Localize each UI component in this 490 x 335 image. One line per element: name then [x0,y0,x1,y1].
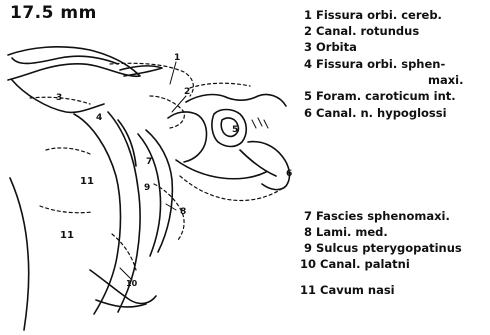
figure-label-8: 8 [180,207,186,217]
dashed-cavum-upper [46,148,90,154]
legend-label: Fissura orbi. cereb. [316,8,442,22]
legend-num: 8 [300,225,312,239]
figure-label-5: 5 [232,125,238,135]
figure-label-1: 1 [174,53,180,63]
legend-item-5: 5 Foram. caroticum int. [300,89,456,103]
legend-item-6: 6 Canal. n. hypoglossi [300,106,447,120]
figure-label-11b: 11 [60,230,74,241]
legend: 1 Fissura orbi. cereb. 2 Canal. rotundus 3… [300,0,490,335]
leader-1 [170,62,176,84]
orbit-upper-edge [12,56,118,64]
dashed-cavum-lower [40,206,92,213]
figure-label-7: 7 [146,157,152,167]
legend-label: Fissura orbi. sphen- [316,57,445,71]
legend-num: 4 [300,57,312,71]
dashed-fissura-1 [110,63,193,96]
legend-label: Sulcus pterygopatinus [316,241,462,255]
legend-num: 2 [300,24,312,38]
figure-label-10: 10 [126,279,138,288]
legend-item-10: 10 Canal. palatni [300,257,410,271]
figure-label-3: 3 [56,93,62,103]
legend-label: Canal. rotundus [316,24,419,38]
legend-num: 10 [300,257,316,271]
legend-num: 6 [300,106,312,120]
legend-item-2: 2 Canal. rotundus [300,24,419,38]
legend-label: Orbita [316,40,357,54]
palatine-curve [90,270,156,303]
legend-item-7: 7 Fascies sphenomaxi. [300,209,450,223]
hatch-mark-1 [252,120,256,128]
legend-num: 11 [300,283,316,297]
petrous-upper [186,94,286,106]
leader-2 [172,96,186,112]
legend-num: 3 [300,40,312,54]
legend-num: 1 [300,8,312,22]
hypoglossal-lower [240,150,276,176]
legend-item-9: 9 Sulcus pterygopatinus [300,241,462,255]
legend-num: 7 [300,209,312,223]
legend-num: 5 [300,89,312,103]
legend-num: 9 [300,241,312,255]
skull-section-drawing: 1 2 3 4 5 6 7 8 9 10 11 11 [0,0,300,335]
lateral-wall-lower [10,178,29,330]
legend-label: Fascies sphenomaxi. [316,209,450,223]
figure-label-6: 6 [286,169,292,179]
hypoglossal-region [248,142,289,190]
figure-label-9: 9 [144,183,150,193]
legend-item-11: 11 Cavum nasi [300,283,395,297]
legend-item-4: 4 Fissura orbi. sphen- [300,57,445,71]
figure-label-2: 2 [184,87,190,97]
legend-item-1: 1 Fissura orbi. cereb. [300,8,442,22]
carotid-region [212,110,246,147]
legend-label: Foram. caroticum int. [316,89,456,103]
legend-label: Canal. n. hypoglossi [316,106,447,120]
figure-label-11a: 11 [80,176,94,187]
figure-label-4: 4 [96,113,102,123]
lamina-left-edge [74,114,121,314]
pterygoid-plate-right [138,134,161,256]
legend-item-3: 3 Orbita [300,40,357,54]
right-base-edge [176,160,266,179]
hatch-mark-2 [258,118,262,126]
right-complex-outer [168,112,207,162]
hatch-mark-3 [264,120,268,128]
dashed-right-upper [190,83,250,88]
legend-item-8: 8 Lami. med. [300,225,388,239]
dashed-right-outline [180,176,280,201]
legend-label: Lami. med. [316,225,388,239]
legend-label: Canal. palatni [320,257,410,271]
legend-label: Cavum nasi [320,283,395,297]
legend-item-4-continuation: maxi. [428,73,463,87]
